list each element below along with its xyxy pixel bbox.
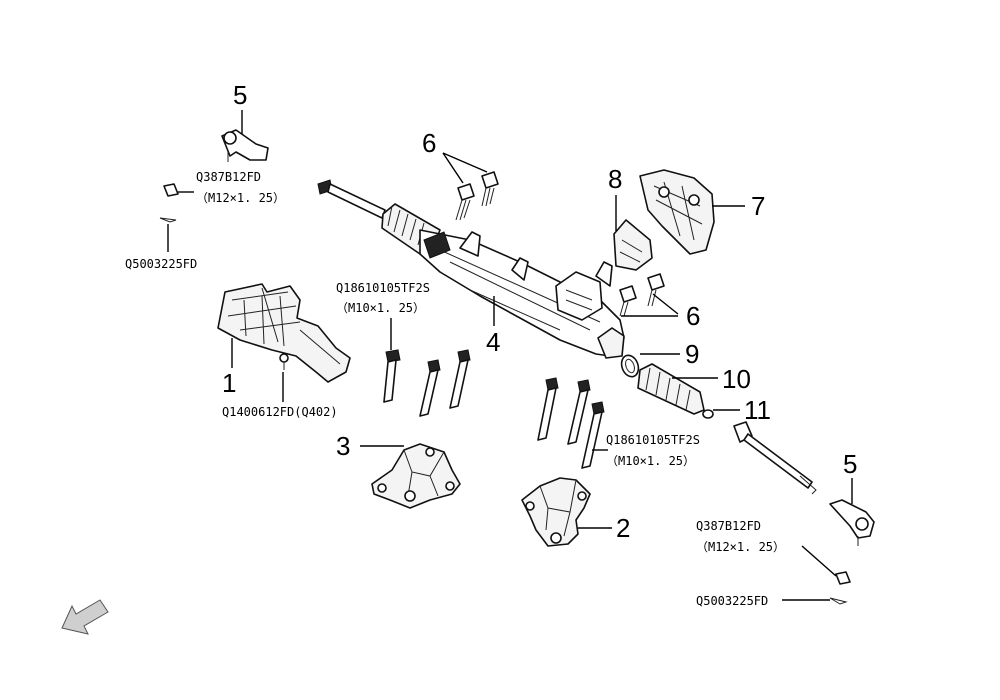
- dust-cover: [613, 219, 653, 271]
- direction-arrow-icon: [61, 599, 109, 635]
- heat-shield-part: [217, 283, 351, 383]
- label-tie-rod-nut-left: Q387B12FD: [196, 170, 261, 184]
- tie-rod-nut-right: [835, 571, 851, 585]
- label-heat-shield-bolt: Q1400612FD(Q402): [222, 405, 338, 419]
- callout-11: 11: [744, 395, 771, 425]
- label-cotter-pin-right: Q5003225FD: [696, 594, 768, 608]
- label-bolt-center-spec: （M10×1. 25）: [336, 301, 425, 315]
- cover-plate: [639, 169, 715, 255]
- tie-rod-end-right: [829, 499, 875, 546]
- callout-6-lower: 6: [686, 301, 700, 331]
- mounting-bracket-left: [371, 443, 461, 509]
- callout-2: 2: [616, 513, 630, 543]
- inner-tie-rod-right: [733, 421, 817, 495]
- callout-5-left: 5: [233, 80, 247, 110]
- mounting-bolts-center: [383, 349, 471, 417]
- cotter-pin-left: [159, 217, 177, 223]
- label-bolt-right-spec: （M10×1. 25）: [606, 454, 695, 468]
- fitting-bolts-lower: [619, 273, 665, 317]
- seal-ring: [620, 354, 640, 378]
- label-tie-rod-nut-right: Q387B12FD: [696, 519, 761, 533]
- label-tie-rod-nut-left-spec: （M12×1. 25）: [196, 191, 285, 205]
- bellow-clamp: [702, 409, 714, 419]
- callout-9: 9: [685, 339, 699, 369]
- label-bolt-center: Q18610105TF2S: [336, 281, 430, 295]
- label-cotter-pin-left: Q5003225FD: [125, 257, 197, 271]
- callout-4: 4: [486, 327, 500, 357]
- callout-1: 1: [222, 368, 236, 398]
- pinion-valve-body: [555, 261, 613, 321]
- callout-8: 8: [608, 164, 622, 194]
- right-bellow: [637, 363, 705, 415]
- callout-6-upper: 6: [422, 128, 436, 158]
- label-bolt-right: Q18610105TF2S: [606, 433, 700, 447]
- mounting-bracket-right: [521, 477, 591, 547]
- heat-shield-bolt: [279, 353, 289, 370]
- fitting-bolts-upper: [455, 171, 499, 221]
- callout-3: 3: [336, 431, 350, 461]
- label-tie-rod-nut-right-spec: （M12×1. 25）: [696, 540, 785, 554]
- callout-10: 10: [722, 364, 751, 394]
- mounting-bolts-right: [537, 377, 605, 469]
- callout-7: 7: [751, 191, 765, 221]
- steering-rack-assembly: [317, 179, 625, 359]
- cotter-pin-right: [829, 597, 848, 605]
- tie-rod-nut-left: [163, 183, 179, 197]
- tie-rod-end-left: [221, 129, 269, 162]
- callout-5-right: 5: [843, 449, 857, 479]
